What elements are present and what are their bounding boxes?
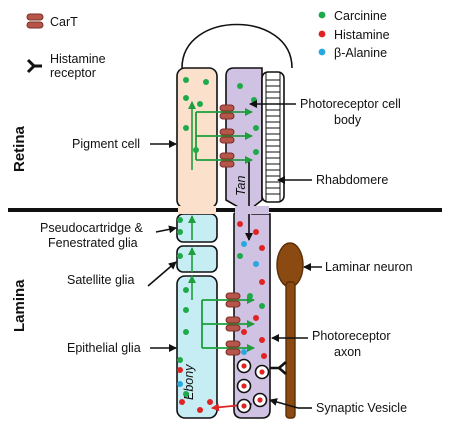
molecule-dot: [251, 97, 257, 103]
legend-cart-label: CarT: [50, 15, 78, 29]
molecule-dot: [183, 329, 189, 335]
molecule-dot: [253, 315, 259, 321]
photoreceptor-axon-label-2: axon: [334, 345, 361, 359]
laminar-neuron-label: Laminar neuron: [325, 260, 413, 274]
callouts: Pigment cell Photoreceptor cell body Rha…: [40, 97, 413, 415]
satellite-glia: [176, 245, 218, 273]
cart-transporters: [219, 104, 241, 356]
molecule-dot: [259, 337, 265, 343]
satellite-glia-label: Satellite glia: [67, 273, 134, 287]
vesicle-histamine-dot: [257, 397, 263, 403]
vesicle-histamine-dot: [241, 363, 247, 369]
molecule-dot: [177, 253, 183, 259]
retina-region-label: Retina: [11, 126, 28, 173]
photoreceptor-gap: [235, 206, 269, 214]
molecule-dot: [183, 307, 189, 313]
pseudocartridge-label-1: Pseudocartridge &: [40, 221, 144, 235]
molecule-dot: [177, 217, 183, 223]
cart-transporter-lower: [225, 324, 241, 332]
molecule-dot: [247, 293, 253, 299]
tan-enzyme-label: Tan: [234, 176, 248, 196]
cart-transporter-lower: [219, 160, 235, 168]
molecule-dot: [253, 229, 259, 235]
molecule-dot: [193, 147, 199, 153]
histamine-receptor-icon: [26, 58, 42, 74]
pigment-cell-gap: [178, 206, 216, 214]
rhabdomere-label: Rhabdomere: [316, 173, 388, 187]
molecule-dot: [261, 353, 267, 359]
cart-transporter-upper: [225, 316, 241, 324]
molecule-dot: [183, 125, 189, 131]
pseudocartridge-glia: [176, 213, 218, 243]
molecule-dot: [241, 241, 247, 247]
pigment-cell: [176, 67, 218, 209]
molecule-dot: [207, 399, 213, 405]
molecule-dot: [183, 77, 189, 83]
molecule-dots: [177, 77, 267, 413]
cart-transporter-lower: [219, 112, 235, 120]
molecule-dot: [253, 149, 259, 155]
cart-transporter-icon: [26, 13, 44, 29]
molecule-dot: [177, 357, 183, 363]
molecule-dot: [259, 303, 265, 309]
molecule-dot: [237, 221, 243, 227]
cart-transporter-upper: [219, 104, 235, 112]
cart-transporter-lower: [219, 136, 235, 144]
photoreceptor-body-label-1: Photoreceptor cell: [300, 97, 401, 111]
molecule-dot: [183, 95, 189, 101]
lamina-transport-arrows: [201, 296, 255, 352]
molecule-dot: [183, 287, 189, 293]
cart-transporter-upper: [225, 292, 241, 300]
laminar-neuron-axon: [285, 281, 296, 419]
photoreceptor-body-label-2: body: [334, 113, 362, 127]
cart-transporter-lower: [225, 348, 241, 356]
molecule-dot: [241, 349, 247, 355]
cart-transporter-upper: [219, 152, 235, 160]
legend-beta-alanine-label: β-Alanine: [334, 46, 387, 60]
ommatidium-arc: [181, 23, 293, 69]
molecule-dot: [237, 253, 243, 259]
ebony-enzyme-label: Ebony: [182, 364, 196, 400]
pigment-cell-label: Pigment cell: [72, 137, 140, 151]
molecule-dot: [237, 83, 243, 89]
legend: CarT Histamine receptor Carcinine Histam…: [26, 9, 390, 80]
cart-transporter-upper: [219, 128, 235, 136]
molecule-dot: [177, 229, 183, 235]
legend-histamine-label: Histamine: [334, 28, 390, 42]
epithelial-glia-label: Epithelial glia: [67, 341, 141, 355]
molecule-dot: [183, 391, 189, 397]
histamine-dot-icon: [318, 30, 326, 38]
molecule-dot: [253, 261, 259, 267]
lamina-region-label: Lamina: [11, 279, 28, 332]
vesicle-histamine-dot: [241, 383, 247, 389]
molecule-dot: [177, 367, 183, 373]
vesicle-histamine-dot: [259, 369, 265, 375]
vesicle-histamine-dot: [241, 403, 247, 409]
laminar-neuron-body: [276, 242, 304, 288]
molecule-dot: [241, 329, 247, 335]
carcinine-dot-icon: [318, 11, 326, 19]
molecule-dot: [197, 407, 203, 413]
molecule-dot: [203, 79, 209, 85]
beta-alanine-dot-icon: [318, 48, 326, 56]
molecule-dot: [179, 399, 185, 405]
rhabdomere: [261, 71, 285, 203]
synaptic-vesicles: [236, 358, 270, 414]
legend-histamine-receptor-line1: Histamine: [50, 52, 106, 66]
cart-transporter-upper: [225, 340, 241, 348]
molecule-dot: [177, 381, 183, 387]
molecule-dot: [197, 101, 203, 107]
photoreceptor-axon-label-1: Photoreceptor: [312, 329, 391, 343]
molecule-dot: [259, 245, 265, 251]
pseudocartridge-label-2: Fenestrated glia: [48, 236, 138, 250]
synaptic-vesicle-label: Synaptic Vesicle: [316, 401, 407, 415]
molecule-dot: [259, 279, 265, 285]
histamine-receptor: [270, 361, 287, 375]
cart-transporter-lower: [225, 300, 241, 308]
legend-histamine-receptor-line2: receptor: [50, 66, 96, 80]
molecule-dot: [253, 125, 259, 131]
legend-carcinine-label: Carcinine: [334, 9, 387, 23]
